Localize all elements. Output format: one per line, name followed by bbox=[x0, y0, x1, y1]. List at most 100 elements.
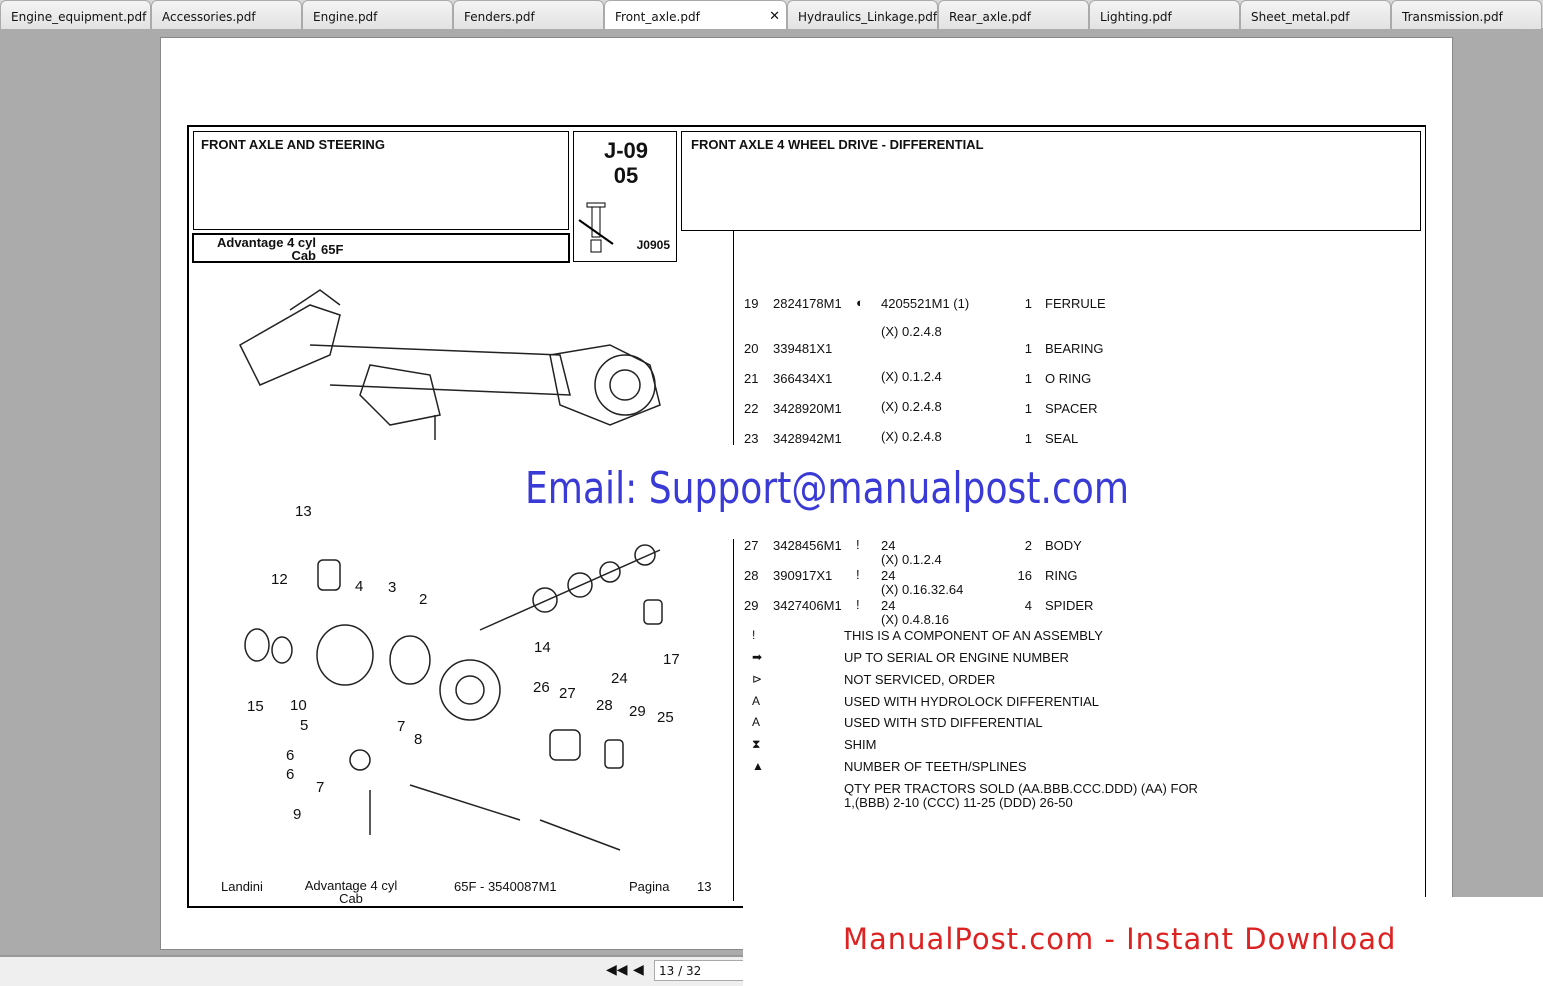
close-tab-icon[interactable]: ✕ bbox=[769, 9, 780, 24]
ad-banner: ManualPost.com - Instant Download bbox=[743, 897, 1543, 986]
callout-label: 26 bbox=[533, 679, 550, 696]
tab-label: Transmission.pdf bbox=[1402, 10, 1503, 24]
first-page-icon[interactable]: ◀◀ bbox=[606, 961, 628, 977]
part-description: SEAL bbox=[1045, 431, 1079, 446]
section-box: FRONT AXLE AND STEERING bbox=[193, 131, 569, 230]
part-qty-code: (X) 0.1.2.4 bbox=[881, 369, 942, 384]
tab-label: Accessories.pdf bbox=[162, 10, 256, 24]
tab-sheet-metal[interactable]: Sheet_metal.pdf bbox=[1240, 0, 1391, 29]
legend-text: QTY PER TRACTORS SOLD (AA.BBB.CCC.DDD) (… bbox=[844, 781, 1198, 796]
tab-rear-axle[interactable]: Rear_axle.pdf bbox=[938, 0, 1089, 29]
title-box: FRONT AXLE 4 WHEEL DRIVE - DIFFERENTIAL bbox=[681, 131, 1421, 231]
part-description: BEARING bbox=[1045, 341, 1104, 356]
part-qty-code: (X) 0.4.8.16 bbox=[881, 612, 949, 627]
footer-page-number: 13 bbox=[697, 879, 712, 894]
callout-label: 27 bbox=[559, 685, 576, 702]
legend-text: UP TO SERIAL OR ENGINE NUMBER bbox=[844, 650, 1069, 665]
part-description: O RING bbox=[1045, 371, 1092, 386]
tab-fenders[interactable]: Fenders.pdf bbox=[453, 0, 604, 29]
legend-symbol: A bbox=[752, 694, 761, 708]
callout-label: 6 bbox=[286, 747, 295, 764]
tab-hydraulics-linkage[interactable]: Hydraulics_Linkage.pdf bbox=[787, 0, 938, 29]
callout-label: 14 bbox=[534, 639, 551, 656]
part-qty-code: (X) 0.2.4.8 bbox=[881, 324, 942, 339]
legend-text: THIS IS A COMPONENT OF AN ASSEMBLY bbox=[844, 628, 1103, 643]
part-symbol: ! bbox=[856, 597, 860, 612]
callout-label: 5 bbox=[300, 717, 309, 734]
part-number: 3428920M1 bbox=[773, 401, 842, 416]
part-number: 3428942M1 bbox=[773, 431, 842, 446]
tab-bar: Engine_equipment.pdf Accessories.pdf Engin… bbox=[0, 0, 1543, 29]
part-number: 390917X1 bbox=[773, 568, 833, 583]
tab-label: Hydraulics_Linkage.pdf bbox=[798, 10, 938, 24]
group-code: J-09 bbox=[603, 138, 649, 163]
callout-label: 17 bbox=[663, 651, 680, 668]
part-item-no: 27 bbox=[744, 538, 759, 553]
part-qty: 1 bbox=[1024, 431, 1032, 446]
tab-label: Lighting.pdf bbox=[1100, 10, 1172, 24]
part-qty-code: (X) 0.16.32.64 bbox=[881, 582, 964, 597]
callout-label: 7 bbox=[316, 779, 325, 796]
part-qty: 1 bbox=[1024, 341, 1032, 356]
page-number-input[interactable]: 13 / 32 bbox=[654, 960, 754, 981]
legend-text: USED WITH STD DIFFERENTIAL bbox=[844, 715, 1043, 730]
prev-page-icon[interactable]: ◀ bbox=[633, 961, 644, 977]
model-box: Advantage 4 cyl Cab 65F bbox=[192, 233, 570, 263]
part-item-no: 28 bbox=[744, 568, 759, 583]
callout-label: 13 bbox=[295, 503, 312, 520]
tab-engine[interactable]: Engine.pdf bbox=[302, 0, 453, 29]
differential-exploded-drawing bbox=[244, 544, 663, 851]
axle-pin-icon bbox=[578, 202, 614, 253]
part-number: 366434X1 bbox=[773, 371, 833, 386]
part-ref: 24 bbox=[881, 598, 896, 613]
divider bbox=[733, 231, 734, 901]
footer-code: 65F - 3540087M1 bbox=[454, 879, 557, 894]
callout-label: 24 bbox=[611, 670, 628, 687]
part-symbol: ! bbox=[856, 567, 860, 582]
part-description: RING bbox=[1045, 568, 1078, 583]
part-qty: 2 bbox=[1024, 538, 1032, 553]
part-item-no: 20 bbox=[744, 341, 759, 356]
legend-symbol: ▲ bbox=[752, 759, 764, 773]
tab-label: Fenders.pdf bbox=[464, 10, 535, 24]
part-qty: 16 bbox=[1017, 568, 1032, 583]
footer-brand: Landini bbox=[221, 879, 263, 894]
footer-page-label: Pagina bbox=[629, 879, 670, 894]
tab-label: Engine.pdf bbox=[313, 10, 378, 24]
callout-label: 7 bbox=[397, 718, 406, 735]
callout-label: 28 bbox=[596, 697, 613, 714]
part-number: 339481X1 bbox=[773, 341, 833, 356]
callout-label: 2 bbox=[419, 591, 428, 608]
part-item-no: 19 bbox=[744, 296, 759, 311]
tab-front-axle[interactable]: Front_axle.pdf✕ bbox=[604, 0, 787, 29]
tab-lighting[interactable]: Lighting.pdf bbox=[1089, 0, 1240, 29]
part-item-no: 23 bbox=[744, 431, 759, 446]
part-number: 3428456M1 bbox=[773, 538, 842, 553]
tab-label: Rear_axle.pdf bbox=[949, 10, 1031, 24]
callout-label: 15 bbox=[247, 698, 264, 715]
tab-accessories[interactable]: Accessories.pdf bbox=[151, 0, 302, 29]
tab-engine-equipment[interactable]: Engine_equipment.pdf bbox=[0, 0, 151, 29]
legend-text: USED WITH HYDROLOCK DIFFERENTIAL bbox=[844, 694, 1099, 709]
front-axle-drawing bbox=[239, 289, 661, 440]
part-description: FERRULE bbox=[1045, 296, 1106, 311]
legend-text: NOT SERVICED, ORDER bbox=[844, 672, 996, 687]
part-ref: 24 bbox=[881, 538, 896, 553]
tab-label: Engine_equipment.pdf bbox=[11, 10, 147, 24]
callout-label: 6 bbox=[286, 766, 295, 783]
tab-transmission[interactable]: Transmission.pdf bbox=[1391, 0, 1542, 29]
part-qty: 1 bbox=[1024, 401, 1032, 416]
legend-text: SHIM bbox=[844, 737, 877, 752]
part-number: 3427406M1 bbox=[773, 598, 842, 613]
part-symbol: ! bbox=[856, 537, 860, 552]
callout-label: 10 bbox=[290, 697, 307, 714]
legend-symbol: ⧗ bbox=[752, 737, 761, 751]
part-ref: 4205521M1 (1) bbox=[881, 296, 970, 311]
part-qty: 4 bbox=[1024, 598, 1032, 613]
part-qty-code: (X) 0.1.2.4 bbox=[881, 552, 942, 567]
diagram-title: FRONT AXLE 4 WHEEL DRIVE - DIFFERENTIAL bbox=[691, 137, 984, 152]
tab-label: Sheet_metal.pdf bbox=[1251, 10, 1350, 24]
callout-label: 29 bbox=[629, 703, 646, 720]
section-title: FRONT AXLE AND STEERING bbox=[201, 137, 385, 152]
legend-symbol: ! bbox=[752, 628, 756, 642]
